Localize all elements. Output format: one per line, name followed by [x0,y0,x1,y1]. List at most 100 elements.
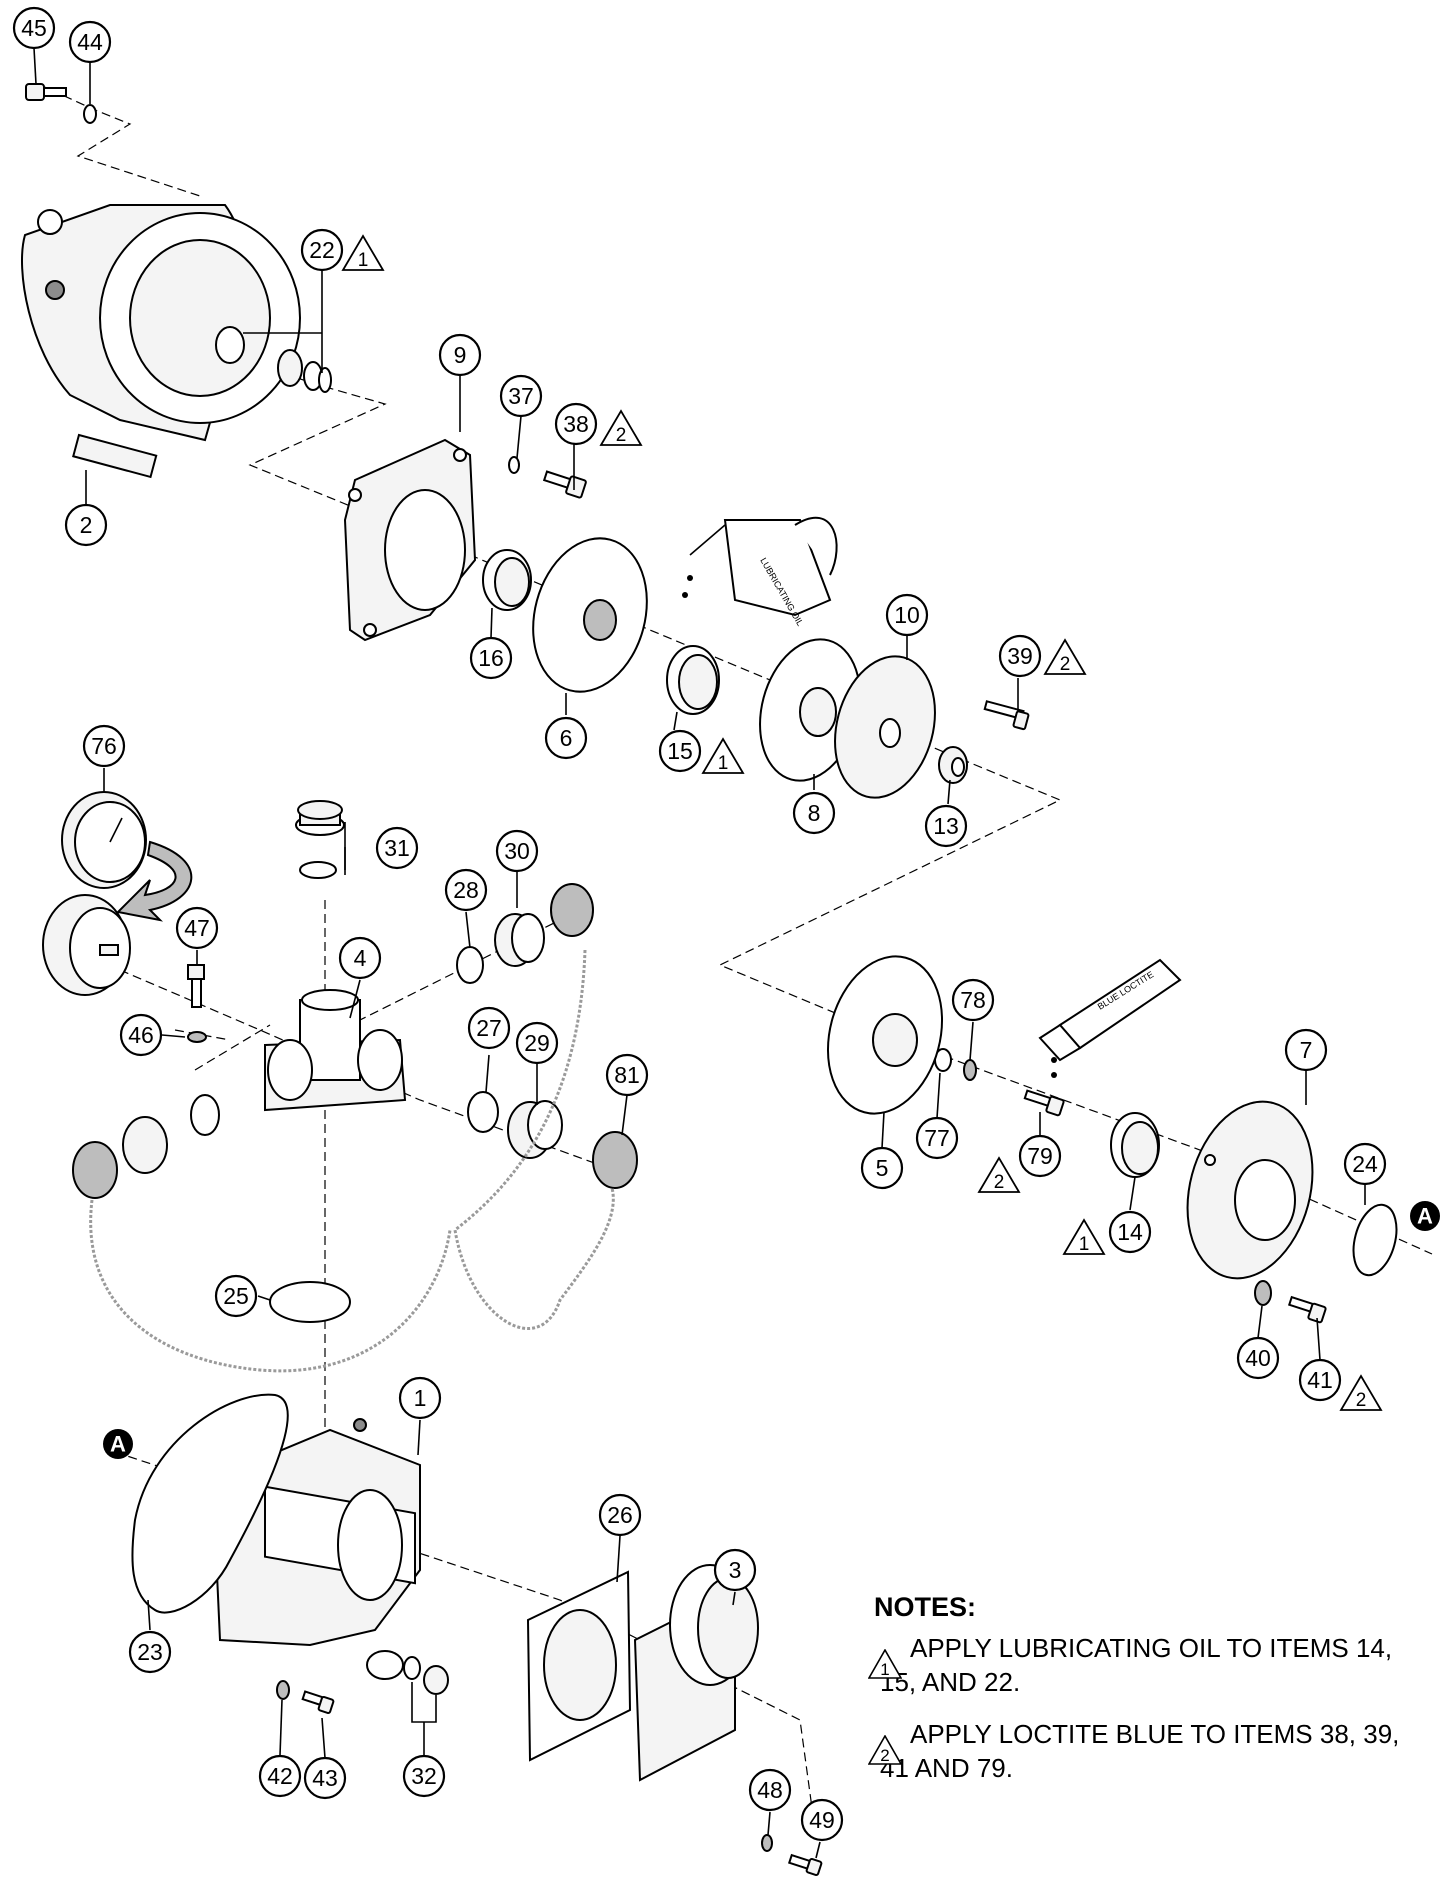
svg-text:1: 1 [880,1660,889,1679]
fill-cap-31-shape [295,800,345,879]
washer-46-shape [187,1031,207,1043]
svg-text:2: 2 [1356,1390,1367,1411]
svg-text:5: 5 [876,1155,889,1181]
callout-6: 6 [544,716,588,760]
callout-2: 2 [64,503,108,547]
callout-40: 40 [1236,1336,1280,1380]
callout-16: 16 [469,636,513,680]
callout-31: 31 [375,826,419,870]
washer-44-shape [83,104,97,124]
callout-15: 15 [658,729,702,773]
svg-text:37: 37 [508,383,534,409]
svg-text:2: 2 [994,1172,1005,1193]
note-triangle-1-icon: 1 [868,1649,902,1679]
note-marker-39: 2 [1043,638,1087,675]
bolt-45-shape [25,83,67,101]
svg-text:41: 41 [1307,1367,1333,1393]
callout-25: 25 [214,1274,258,1318]
svg-text:39: 39 [1007,643,1033,669]
svg-text:25: 25 [223,1283,249,1309]
svg-text:16: 16 [478,645,504,671]
callout-22: 22 [300,228,344,272]
callout-48: 48 [748,1768,792,1812]
callout-76: 76 [82,724,126,768]
washer-78-shape [963,1059,977,1081]
svg-text:49: 49 [809,1807,835,1833]
svg-text:9: 9 [454,342,467,368]
svg-text:40: 40 [1245,1345,1271,1371]
seal-14-shape [1110,1112,1160,1178]
note-2-line-1: APPLY LOCTITE BLUE TO ITEMS 38, 39, [910,1719,1400,1749]
callout-79: 79 [1018,1134,1062,1178]
callouts: 45 44 22 2 9 37 38 16 6 15 10 39 8 13 76… [12,6,1387,1842]
note-marker-41: 2 [1339,1374,1383,1411]
callout-44: 44 [68,20,112,64]
svg-text:2: 2 [80,512,93,538]
o-ring-24-shape [1352,1203,1398,1277]
o-ring-25-shape [269,1281,351,1323]
note-marker-22: 1 [341,234,385,271]
callout-30: 30 [495,829,539,873]
wear-disc-5-shape [826,955,944,1115]
svg-text:22: 22 [309,237,335,263]
svg-text:26: 26 [607,1502,633,1528]
callout-42: 42 [258,1754,302,1798]
impeller-10-shape [834,655,936,799]
bearing-housing-2-shape [21,204,332,479]
svg-text:1: 1 [718,753,729,774]
svg-text:3: 3 [729,1557,742,1583]
svg-text:10: 10 [894,602,920,628]
note-1-line-2: 15, AND 22. [880,1667,1021,1697]
svg-text:7: 7 [1300,1037,1313,1063]
callout-78: 78 [951,978,995,1022]
svg-text:2: 2 [616,425,627,446]
callout-1: 1 [398,1376,442,1420]
gasket-26-shape [526,1570,632,1762]
callout-46: 46 [119,1013,163,1057]
svg-text:43: 43 [312,1765,338,1791]
washer-42-shape [276,1680,290,1700]
svg-text:23: 23 [137,1639,163,1665]
svg-text:15: 15 [667,738,693,764]
callout-32: 32 [402,1754,446,1798]
svg-text:31: 31 [384,835,410,861]
washer-40-shape [1254,1280,1272,1306]
svg-text:4: 4 [354,945,367,971]
svg-text:78: 78 [960,987,986,1013]
svg-text:1: 1 [414,1385,427,1411]
note-item-2: 2 APPLY LOCTITE BLUE TO ITEMS 38, 39, 41… [868,1717,1434,1785]
bolt-49-shape [787,1853,823,1876]
note-marker-14: 1 [1062,1218,1106,1255]
callout-9: 9 [438,333,482,377]
callout-45: 45 [12,6,56,50]
svg-text:8: 8 [808,800,821,826]
callout-43: 43 [303,1756,347,1800]
left-fitting-shape [72,1094,220,1199]
svg-text:1: 1 [358,250,369,271]
wear-disc-6-shape [532,537,648,693]
svg-text:32: 32 [411,1763,437,1789]
callout-28: 28 [444,868,488,912]
callout-5: 5 [860,1146,904,1190]
callout-81: 81 [605,1053,649,1097]
reference-marker-a-right: A [1410,1201,1440,1231]
svg-text:29: 29 [524,1030,550,1056]
seal-27-shape [467,1091,499,1133]
cover-7-shape [1186,1100,1314,1280]
nut-13-shape [938,746,968,784]
svg-text:1: 1 [1079,1234,1090,1255]
callout-14: 14 [1108,1210,1152,1254]
svg-text:77: 77 [924,1125,950,1151]
svg-text:45: 45 [21,15,47,41]
fitting-29-shape [507,1100,563,1159]
screw-39-shape [983,700,1030,731]
svg-text:24: 24 [1352,1151,1378,1177]
svg-text:A: A [1417,1204,1433,1229]
callout-49: 49 [800,1798,844,1842]
svg-text:2: 2 [880,1746,889,1765]
callout-38: 38 [554,402,598,446]
chain-left-shape [89,1199,452,1373]
svg-text:42: 42 [267,1763,293,1789]
callout-7: 7 [1284,1028,1328,1072]
